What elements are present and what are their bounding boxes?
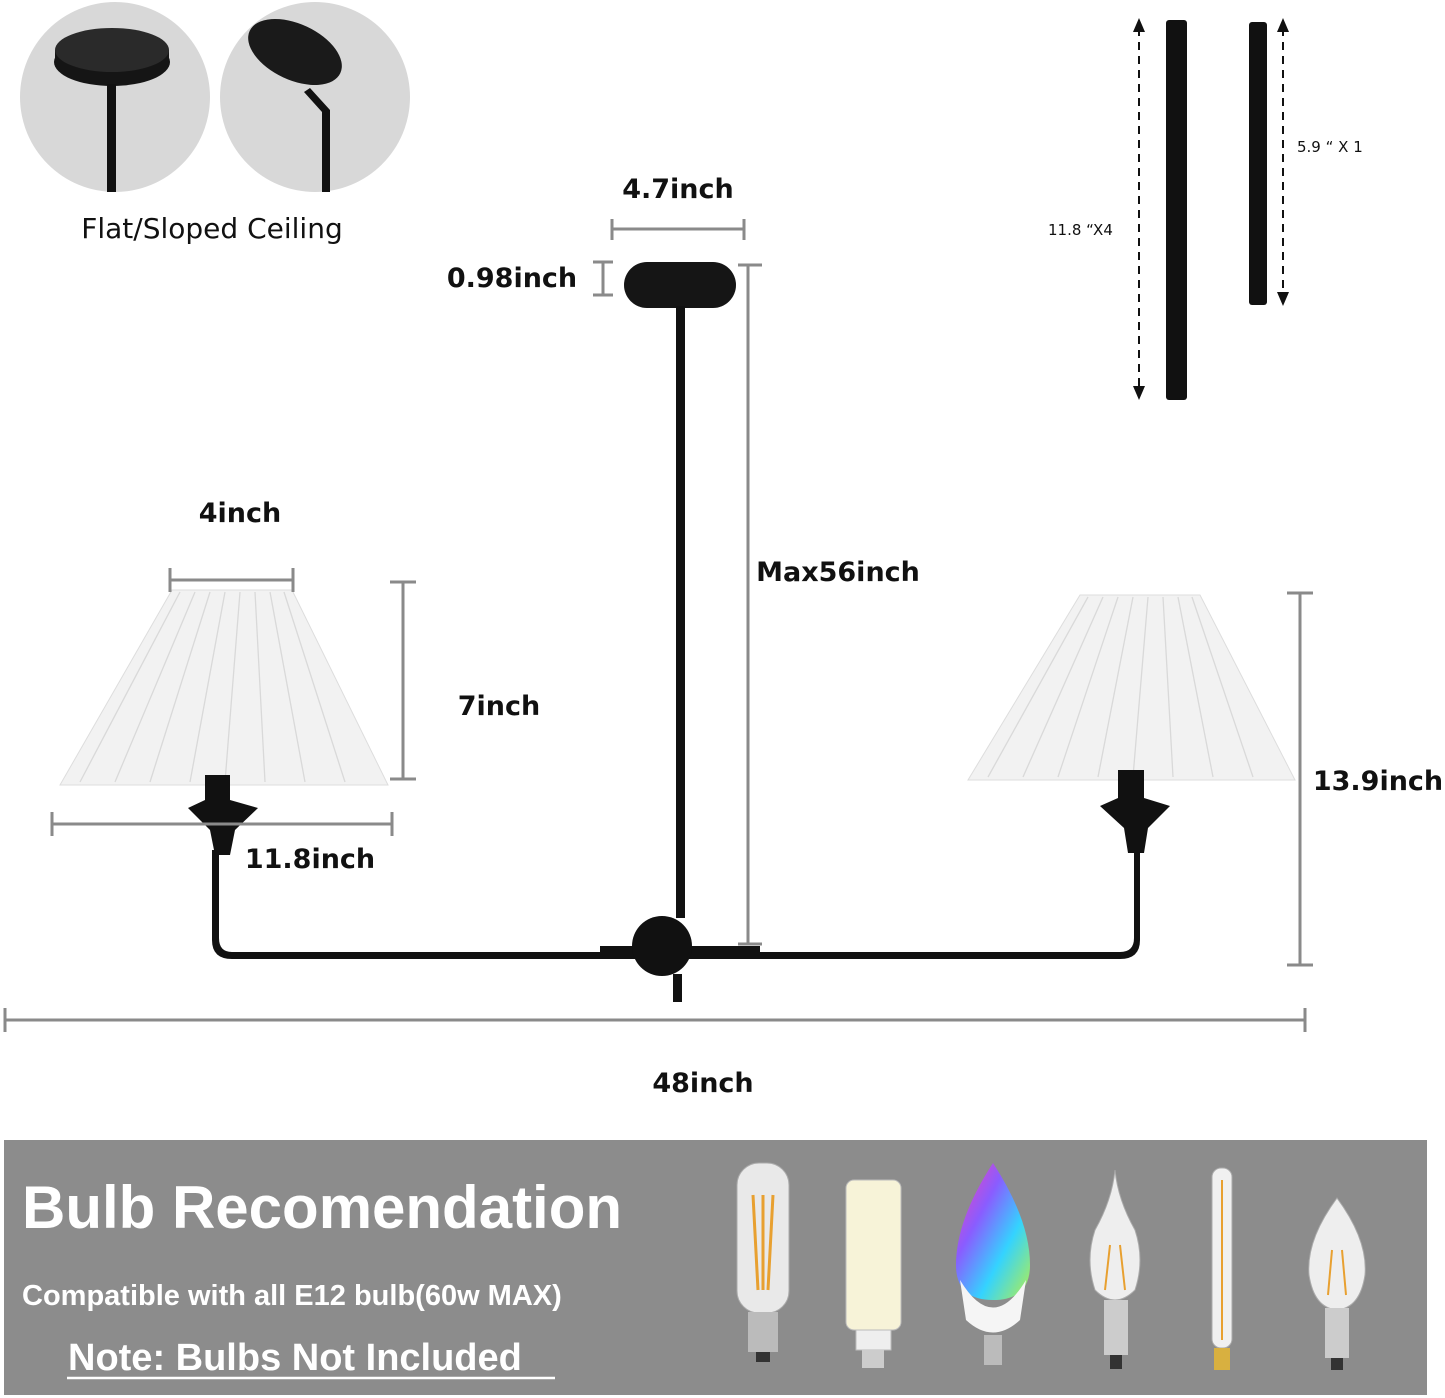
flame-tip-candle-bulb-icon bbox=[1089, 1169, 1141, 1369]
shade-top-label: 4inch bbox=[199, 498, 282, 529]
flat-ceiling-illustration bbox=[20, 2, 210, 192]
short-rod-label: 5.9 “ X 1 bbox=[1297, 138, 1363, 156]
banner-title: Bulb Recomendation bbox=[22, 1174, 622, 1241]
max-height-label: Max56inch bbox=[756, 557, 920, 588]
canopy-width-label: 4.7inch bbox=[622, 174, 734, 205]
banner-note: Note: Bulbs Not Included bbox=[68, 1337, 522, 1379]
canopy-height-label: 0.98inch bbox=[447, 263, 577, 294]
shade-bottom-label: 11.8inch bbox=[245, 844, 375, 875]
long-tube-bulb-icon bbox=[1211, 1167, 1233, 1370]
dimension-lines bbox=[3, 219, 1313, 1032]
tubular-filament-bulb-icon bbox=[736, 1162, 790, 1362]
long-rod-label: 11.8 “X4 bbox=[1048, 221, 1113, 239]
total-width-label: 48inch bbox=[652, 1068, 753, 1099]
shade-height-label: 7inch bbox=[458, 691, 541, 722]
extension-rods bbox=[1133, 18, 1289, 400]
bulb-recommendation-banner bbox=[4, 1140, 1427, 1395]
chandelier-fixture bbox=[59, 262, 1296, 1002]
led-corn-bulb-icon bbox=[845, 1179, 902, 1368]
ceiling-type-label: Flat/Sloped Ceiling bbox=[81, 212, 342, 245]
candle-filament-bulb-icon bbox=[1308, 1197, 1366, 1370]
fixture-height-label: 13.9inch bbox=[1313, 766, 1443, 797]
banner-subtitle: Compatible with all E12 bulb(60w MAX) bbox=[22, 1280, 562, 1312]
sloped-ceiling-illustration bbox=[220, 2, 410, 192]
rgb-smart-bulb-icon bbox=[956, 1163, 1030, 1365]
